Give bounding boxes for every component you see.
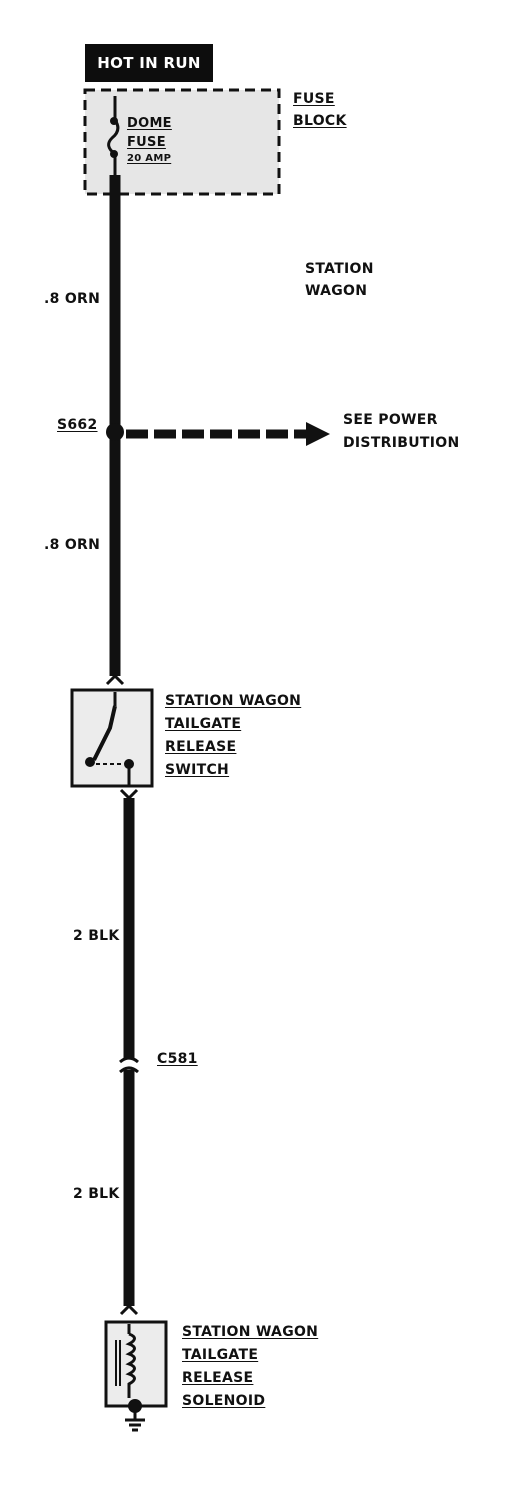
dome-fuse-label-line-2: FUSE	[127, 135, 166, 150]
hot-in-run-banner: HOT IN RUN	[85, 44, 213, 82]
solenoid-label-line-2: TAILGATE	[182, 1347, 259, 1363]
fuse-block-label: FUSE BLOCK	[293, 92, 347, 128]
fuse-terminal-bottom	[110, 150, 118, 158]
wire-label-orn-upper: .8 ORN	[44, 291, 101, 307]
tailgate-release-switch-label: STATION WAGON TAILGATE RELEASE SWITCH	[165, 694, 301, 777]
switch-input-terminal	[105, 673, 125, 686]
fuse-block-label-line-1: FUSE	[293, 91, 335, 107]
connector-c581-bottom	[119, 1066, 139, 1074]
station-wagon-note-line-2: WAGON	[305, 283, 368, 299]
solenoid-ground-node	[128, 1399, 142, 1413]
station-wagon-note-line-1: STATION	[305, 261, 374, 277]
dome-fuse-label-line-1: DOME	[127, 116, 172, 131]
see-power-distribution-note: SEE POWER DISTRIBUTION	[343, 413, 459, 450]
solenoid-coil	[125, 1332, 136, 1398]
see-power-line-2: DISTRIBUTION	[343, 435, 460, 451]
solenoid-label-line-4: SOLENOID	[182, 1393, 266, 1409]
solenoid-label-line-3: RELEASE	[182, 1370, 254, 1386]
dome-fuse-element	[107, 96, 120, 175]
switch-label-line-2: TAILGATE	[165, 716, 242, 732]
switch-label-line-3: RELEASE	[165, 739, 237, 755]
wire-label-blk-upper: 2 BLK	[73, 928, 120, 944]
tailgate-release-switch-box	[70, 688, 154, 788]
switch-label-line-4: SWITCH	[165, 762, 230, 778]
switch-blade	[92, 705, 117, 761]
wire-label-blk-lower: 2 BLK	[73, 1186, 120, 1202]
splice-s662-node	[106, 423, 124, 441]
tailgate-release-solenoid-label: STATION WAGON TAILGATE RELEASE SOLENOID	[182, 1325, 318, 1408]
see-power-line-1: SEE POWER	[343, 412, 438, 428]
station-wagon-note: STATION WAGON	[305, 262, 374, 298]
switch-output-terminal	[119, 788, 139, 801]
wire-label-orn-middle: .8 ORN	[44, 537, 101, 553]
power-distribution-arrow	[306, 422, 330, 446]
switch-label-line-1: STATION WAGON	[165, 693, 302, 709]
connector-c581-top	[119, 1056, 139, 1064]
solenoid-label-line-1: STATION WAGON	[182, 1324, 319, 1340]
solenoid-input-terminal	[119, 1303, 139, 1316]
splice-id-s662: S662	[57, 417, 98, 433]
dome-fuse-label: DOME FUSE 20 AMP	[127, 117, 172, 164]
dome-fuse-label-line-3: 20 AMP	[127, 153, 172, 164]
fuse-terminal-top	[110, 117, 118, 125]
connector-id-c581: C581	[157, 1051, 198, 1067]
fuse-block-label-line-2: BLOCK	[293, 113, 347, 129]
switch-pivot-contact	[85, 757, 95, 767]
